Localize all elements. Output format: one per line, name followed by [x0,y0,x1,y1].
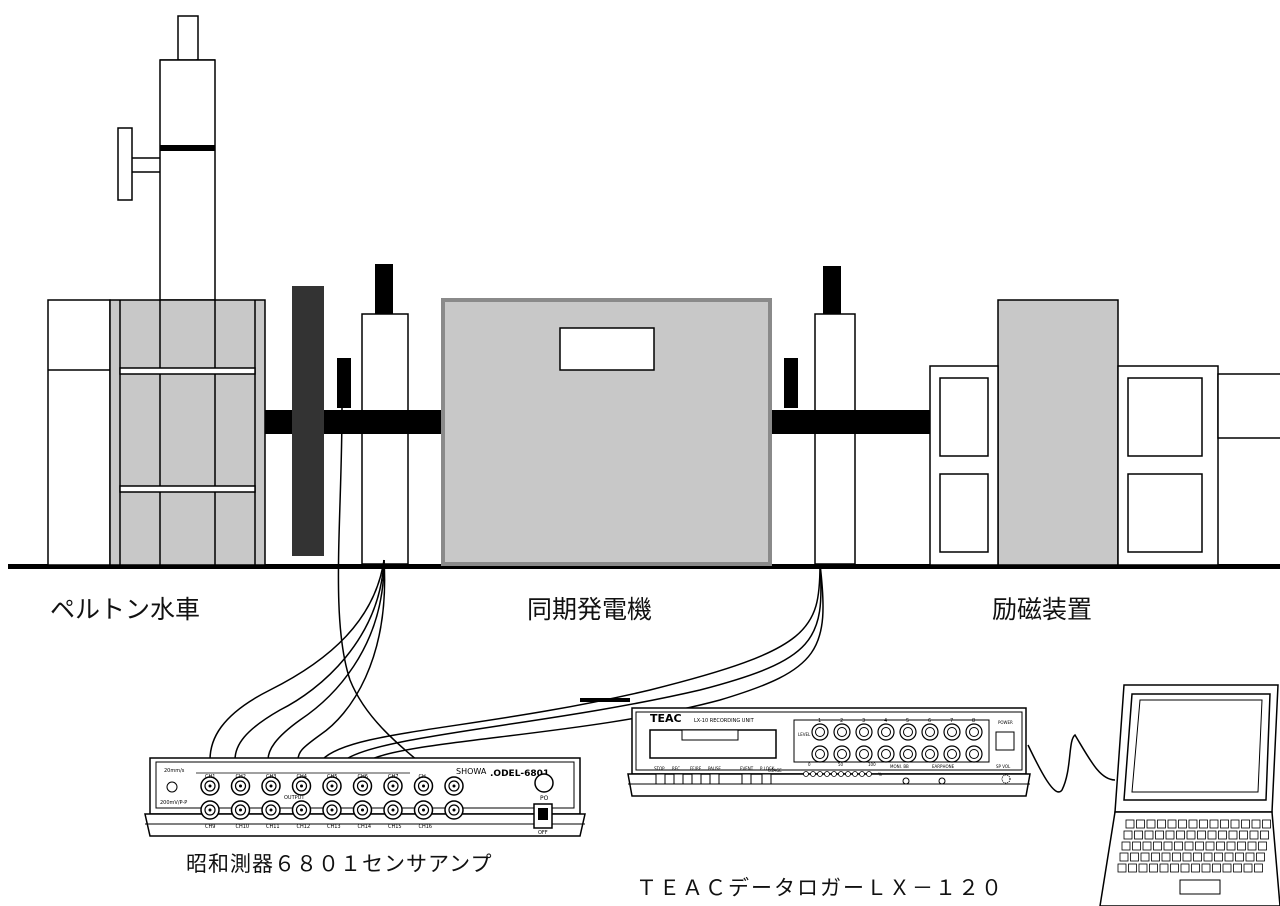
logger-button [741,773,752,785]
vibration-sensor-right [823,266,841,314]
logger-usage-tick: 100 [868,762,876,767]
amp-brand: SHOWA [456,767,487,776]
amp-channel-label: CH12 [297,824,311,830]
base-ground [8,564,1280,569]
amp-channel-label: CH11 [266,824,280,830]
logger-button-label: STOP [654,766,665,771]
sensor-amplifier: SHOWA .ODEL-6801 PO OFF 20mm/s 200mV/P-P… [144,757,586,837]
logger-button-label: PAUSE [708,766,721,771]
logger-button [655,773,666,785]
amp-connectors-top: CH1 CH2 CH3 CH4 CH5 CH6 CH7 CH [200,774,464,796]
logger-button-label: REC [672,766,680,771]
logger-channel-number: 1 [818,718,821,724]
laptop-trackpad [1179,879,1221,895]
logger-button [673,773,684,785]
logger-button [761,773,772,785]
laptop-keyboard [1117,819,1271,873]
amp-channel-label: CH3 [266,774,276,780]
logger-usage-tick: 0 [808,762,811,767]
amp-channel-label: CH15 [388,824,402,830]
synchronous-generator [441,298,772,566]
amp-range2: 200mV/P-P [160,800,187,806]
logger-power-switch [995,731,1015,751]
logger-monitor: MONI. BB [890,764,909,769]
laptop [1099,684,1280,906]
data-logger: TEAC LX-10 RECORDING UNIT STOP REC FF/RE PA… [627,707,1031,797]
label-synchronous-generator: 同期発電機 [527,595,653,624]
amp-channel-label: CH2 [236,774,246,780]
logger-unit-label: LX-10 RECORDING UNIT [694,718,755,724]
logger-usage-unit: % [878,772,882,777]
logger-button [709,773,720,785]
logger-usage-meter: 0 50 100% [803,762,882,777]
amp-model: .ODEL-6801 [490,769,549,779]
amp-channel-label: CH13 [327,824,341,830]
amp-power-lamp [534,773,554,793]
pelton-turbine [47,15,266,566]
amp-output-label: OUTPUT [284,795,305,801]
label-sensor-amp: 昭和測器６８０１センサアンプ [186,852,493,876]
logger-button-label: EVENT [740,766,754,771]
logger-earphone: EARPHONE [932,764,955,769]
logger-vol-label: SP VOL [996,764,1011,769]
logger-button [691,773,702,785]
bearing-left [361,264,409,565]
amp-channel-label: CH9 [205,824,215,830]
logger-channel-number: 8 [972,718,975,724]
amp-channel-label: CH [419,774,426,780]
label-pelton-turbine: ペルトン水車 [50,595,201,624]
amp-channel-label: CH10 [236,824,250,830]
amp-connectors-bottom: CH9 CH10 CH11 CH12 CH13 CH14 CH15 CH16 [200,800,464,830]
logger-input-connectors: 1 2 3 4 5 6 7 8 [811,718,983,763]
logger-channel-number: 6 [928,718,931,724]
logger-power-label: POWER [998,720,1013,725]
exciter-unit [929,299,1280,566]
logger-channel-number: 2 [840,718,843,724]
amp-channel-label: CH1 [205,774,215,780]
amp-channel-label: CH6 [358,774,368,780]
logger-level-label: LEVEL [798,732,811,737]
logger-channel-number: 3 [862,718,865,724]
logger-channel-number: 5 [906,718,909,724]
logger-button-row: STOP REC FF/RE PAUSE EVENT P LOCK [654,766,775,785]
logger-channel-number: 4 [884,718,887,724]
signal-cables [209,407,1116,801]
amp-channel-label: CH5 [327,774,337,780]
logger-channel-number: 7 [950,718,953,724]
amp-power-on: PO [540,795,549,802]
amp-range-switch [166,781,178,793]
logger-button-label: P LOCK [760,766,775,771]
sensor-left [337,358,351,408]
amp-power-off: OFF [538,830,548,836]
logger-brand: TEAC [650,712,682,725]
amp-range1: 20mm/s [164,768,185,774]
amp-channel-label: CH14 [358,824,372,830]
bearing-right [814,266,856,565]
amp-channel-label: CH7 [388,774,398,780]
label-data-logger: ＴＥＡＣデータロガーＬＸ－１２０ [636,876,1004,900]
flywheel [292,286,324,556]
logger-usage-label: USAGE [768,768,782,773]
amp-channel-label: CH4 [297,774,307,780]
label-exciter: 励磁装置 [992,595,1093,624]
vibration-sensor-left [375,264,393,314]
sensor-right [784,358,798,408]
logger-button-label: FF/RE [690,766,702,771]
logger-usage-tick: 50 [838,762,844,767]
amp-channel-label: CH16 [419,824,433,830]
